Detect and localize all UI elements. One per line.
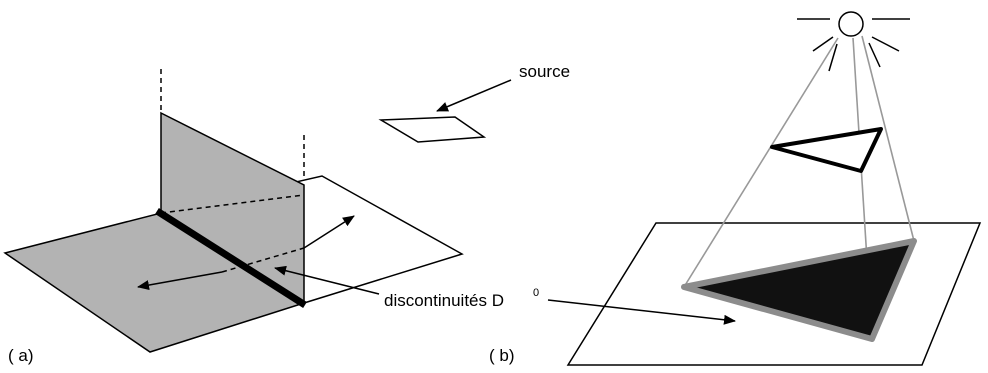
panel-a-label: ( a)	[8, 346, 34, 365]
shadow-region	[681, 238, 917, 342]
sun-icon	[797, 11, 910, 72]
discontinuity-line	[155, 208, 307, 308]
source-label: source	[519, 62, 570, 81]
hidden-edge-top	[160, 194, 305, 214]
discontinuity-label: discontinuités D	[384, 291, 504, 310]
area-light-source	[378, 116, 487, 143]
crossing-arrow-right	[303, 215, 355, 249]
discontinuity-label-superscript: 0	[533, 287, 539, 299]
discontinuity-pointer-b	[547, 299, 736, 325]
crossing-arrow-left	[137, 271, 223, 290]
panel-b-label: ( b)	[489, 346, 515, 365]
panel-b: ( b)	[489, 11, 982, 366]
discontinuity-pointer-a	[274, 265, 380, 295]
source-pointer-arrow	[436, 79, 512, 112]
occluder-triangle	[770, 127, 883, 173]
panel-a: source ( a)	[3, 62, 570, 365]
